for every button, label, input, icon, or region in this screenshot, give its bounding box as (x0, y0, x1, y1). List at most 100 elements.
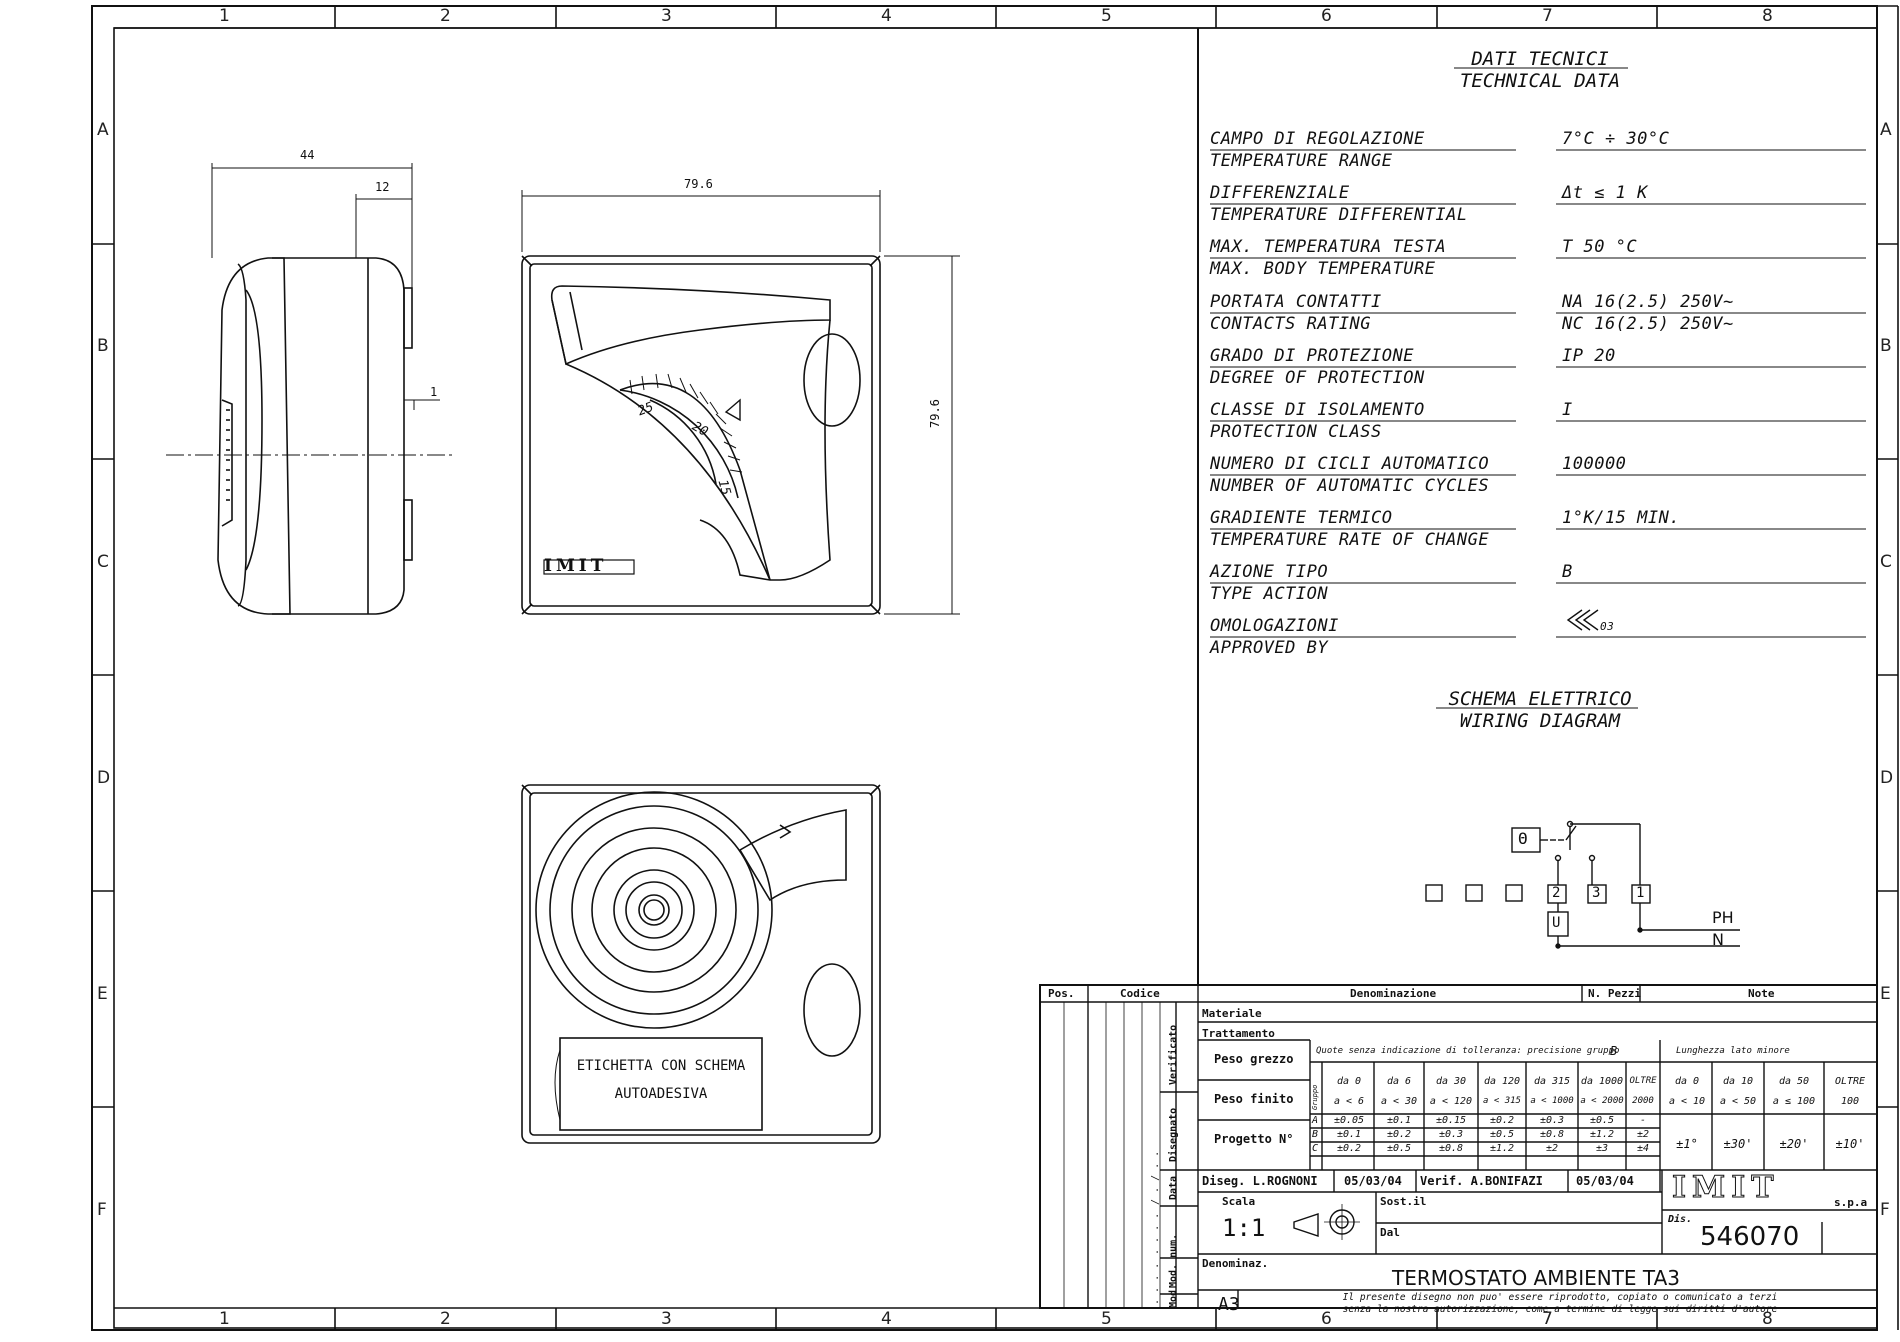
tol-col-bot: a < 6 (1333, 1096, 1365, 1107)
grid-ticks-left (92, 243, 114, 1108)
row-label: F (97, 1200, 107, 1220)
tech-row-value: 7°C ÷ 30°C (1562, 129, 1670, 149)
legal-line2: senza la nostra autorizzazione, come a t… (1342, 1304, 1778, 1315)
ang-val: ±30' (1723, 1137, 1753, 1151)
col-label: 1 (219, 1309, 230, 1329)
tech-row-en: TEMPERATURE RATE OF CHANGE (1210, 530, 1490, 550)
tech-row-it: PORTATA CONTATTI (1210, 292, 1382, 312)
tb-side-modnum: Mod. num. (1168, 1233, 1179, 1288)
tol-cell: ±4 (1636, 1143, 1650, 1154)
dim-side-width: 44 (300, 148, 315, 162)
tech-row-en: TYPE ACTION (1210, 584, 1329, 604)
tol-cell: ±1.2 (1489, 1143, 1515, 1154)
ang-col-bot: a < 50 (1719, 1096, 1757, 1107)
tech-row-value: IP 20 (1562, 346, 1616, 366)
legal-notice: Il presente disegno non puo' essere ripr… (1260, 1292, 1860, 1316)
row-label: B (97, 336, 109, 356)
product-name: TERMOSTATO AMBIENTE TA3 (1392, 1266, 1680, 1290)
approval-mark-code: 03 (1600, 620, 1615, 633)
tech-row-en: MAX. BODY TEMPERATURE (1210, 259, 1436, 279)
tb-side-data: Data (1168, 1175, 1179, 1200)
front-view (521, 190, 960, 615)
ang-val: ±1° (1676, 1137, 1698, 1151)
tol-col-bot: a < 120 (1429, 1096, 1473, 1107)
approval-mark-icon (1566, 609, 1599, 631)
tb-tolerance-note: Quote senza indicazione di tolleranza: p… (1316, 1046, 1620, 1056)
tech-row-it: GRADO DI PROTEZIONE (1210, 346, 1414, 366)
tech-row-en: PROTECTION CLASS (1210, 422, 1382, 442)
wiring-title-en: WIRING DIAGRAM (1459, 710, 1621, 732)
tb-header-note: Note (1748, 987, 1775, 1000)
tol-col-bot: a < 315 (1483, 1096, 1521, 1106)
tech-row-it: GRADIENTE TERMICO (1210, 508, 1393, 528)
col-label: 4 (881, 1309, 892, 1329)
company-suffix: s.p.a (1834, 1196, 1868, 1209)
tol-cell: ±2 (1545, 1143, 1559, 1154)
tech-row-value2: NC 16(2.5) 250V~ (1562, 314, 1734, 334)
col-label: 6 (1321, 1309, 1332, 1329)
title-block-lines (1039, 984, 1878, 1309)
tb-dis-label: Dis. (1668, 1214, 1693, 1225)
rear-label-box (559, 1037, 763, 1131)
col-label: 2 (440, 6, 451, 26)
tech-row-it: NUMERO DI CICLI AUTOMATICO (1210, 454, 1490, 474)
terminal-label: 1 (1636, 885, 1645, 901)
tb-scala: 1:1 (1222, 1214, 1266, 1242)
tol-col-top: da 0 (1336, 1076, 1362, 1087)
tol-col-bot: a < 2000 (1580, 1096, 1624, 1106)
tol-cell: ±0.15 (1435, 1115, 1467, 1126)
tol-row-group: A (1312, 1115, 1319, 1126)
tech-underlines (1210, 67, 1866, 709)
tol-cell: ±0.5 (1386, 1143, 1412, 1154)
tb-side-disegnato: Disegnato (1168, 1107, 1179, 1162)
ang-val: ±10' (1835, 1137, 1865, 1151)
tol-row-group: B (1312, 1129, 1319, 1140)
tb-dal-label: Dal (1380, 1226, 1400, 1239)
col-label: 7 (1542, 6, 1553, 26)
ang-col-top: da 0 (1674, 1076, 1700, 1087)
tb-verif: Verif. A.BONIFAZI (1420, 1174, 1543, 1188)
tb-side-mark: / . / . . (1150, 1150, 1161, 1205)
dim-side-offset: 12 (375, 180, 390, 194)
tech-row-en: CONTACTS RATING (1210, 314, 1372, 334)
col-label: 3 (661, 1309, 672, 1329)
ang-col-top: da 50 (1778, 1076, 1810, 1087)
tech-row-it: DIFFERENZIALE (1210, 183, 1350, 203)
tech-row-en: TEMPERATURE RANGE (1210, 151, 1393, 171)
tb-diseg-date: 05/03/04 (1344, 1174, 1402, 1188)
tb-tolerance-group: B (1610, 1044, 1618, 1058)
tol-col-top: OLTRE (1629, 1076, 1657, 1086)
tech-row-en: TEMPERATURE DIFFERENTIAL (1210, 205, 1468, 225)
tol-cell: ±0.3 (1438, 1129, 1464, 1140)
tol-cell: ±3 (1595, 1143, 1609, 1154)
tol-col-bot: a < 30 (1380, 1096, 1418, 1107)
tol-cell: - (1639, 1115, 1647, 1126)
row-label: E (97, 984, 108, 1004)
grid-ticks-right (1877, 5, 1899, 1330)
side-view (166, 163, 454, 615)
tol-cell: ±0.5 (1489, 1129, 1515, 1140)
terminal-label: 3 (1592, 885, 1601, 901)
tech-row-en: DEGREE OF PROTECTION (1210, 368, 1425, 388)
col-label: 7 (1542, 1309, 1553, 1329)
ang-val: ±20' (1779, 1137, 1809, 1151)
grid-ticks-top (334, 6, 1658, 28)
company-logo: IMIT (1672, 1170, 1780, 1206)
ang-col-top: OLTRE (1834, 1076, 1866, 1087)
rear-label: ETICHETTA CON SCHEMA AUTOADESIVA (560, 1052, 762, 1108)
tech-row-it: AZIONE TIPO (1210, 562, 1329, 582)
tb-side-mark: . . . . (1150, 1262, 1161, 1305)
tech-row-value: NA 16(2.5) 250V~ (1562, 292, 1734, 312)
wiring-title-it: SCHEMA ELETTRICO (1448, 688, 1632, 710)
dim-side-gap: 1 (430, 385, 438, 399)
tol-col-bot: a < 1000 (1530, 1096, 1574, 1106)
tech-row-value: B (1562, 562, 1573, 582)
tol-cell: ±0.8 (1438, 1143, 1464, 1154)
tol-cell: ±0.2 (1386, 1129, 1412, 1140)
phase-label: PH (1712, 908, 1734, 927)
tol-col-top: da 30 (1435, 1076, 1467, 1087)
tol-cell: ±0.8 (1539, 1129, 1565, 1140)
dim-front-width: 79.6 (684, 177, 713, 191)
ang-col-bot: 100 (1840, 1096, 1860, 1107)
col-label: 6 (1321, 6, 1332, 26)
